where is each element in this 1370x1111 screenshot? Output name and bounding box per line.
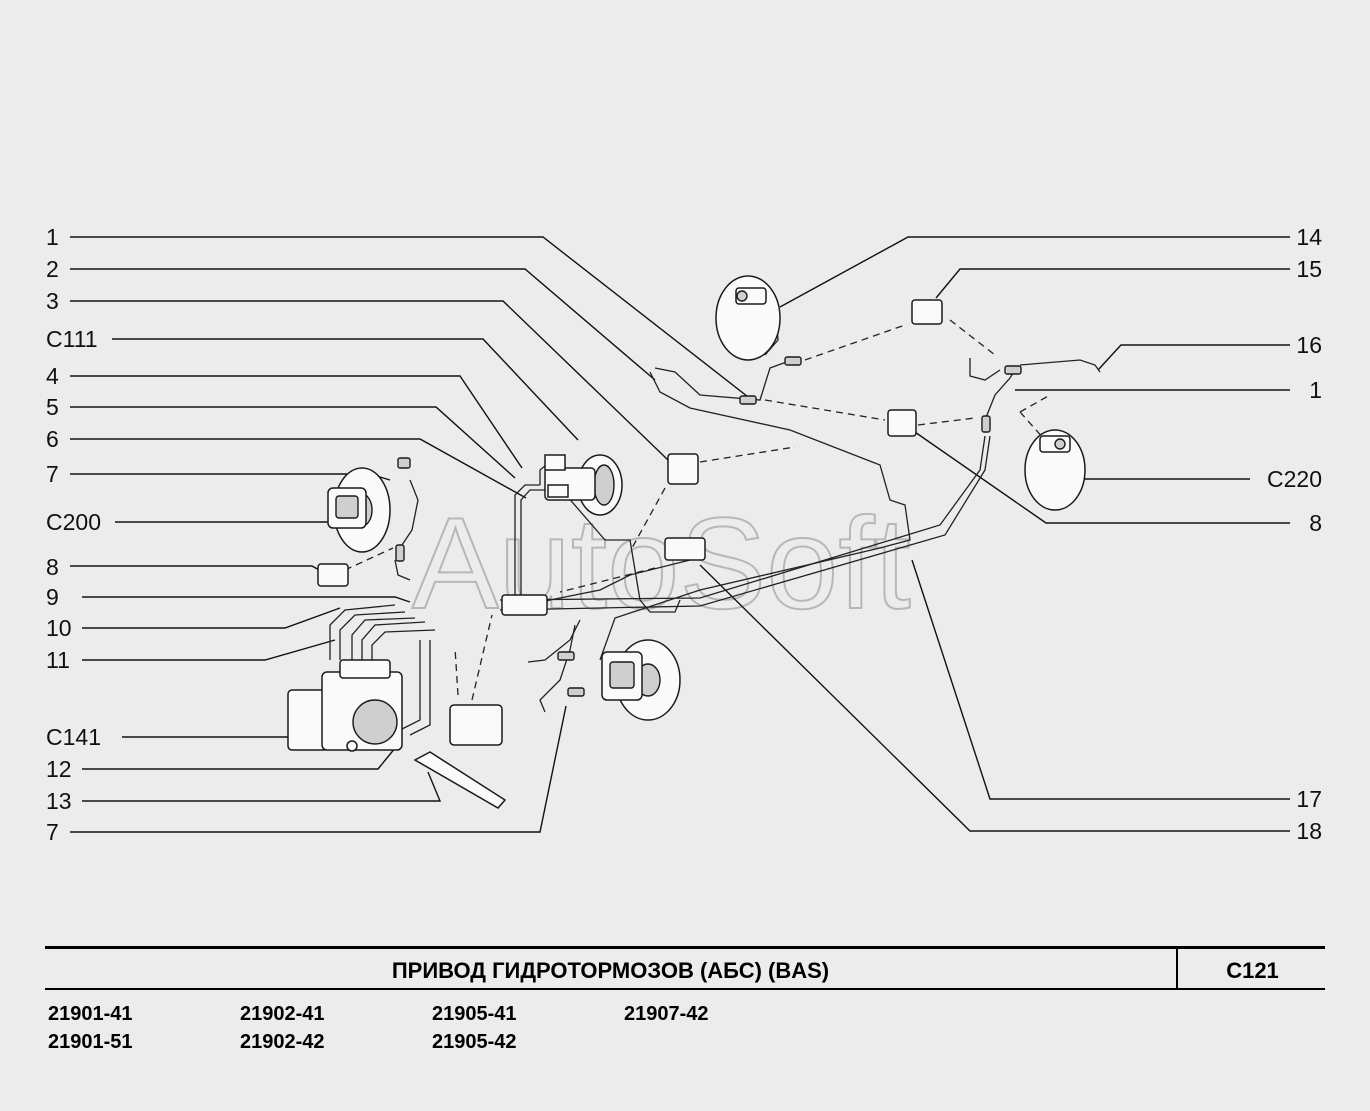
callout-c111: C111 — [46, 326, 98, 352]
callout-14: 14 — [1296, 224, 1322, 250]
rear-right-drum — [1024, 429, 1086, 511]
callout-12: 12 — [46, 756, 72, 782]
callout-15: 15 — [1296, 256, 1322, 282]
callout-9: 9 — [46, 584, 59, 610]
callout-7-top: 7 — [46, 461, 59, 487]
model-code: 21901-41 — [48, 1003, 133, 1025]
diagram-title: ПРИВОД ГИДРОТОРМОЗОВ (АБС) (BAS) — [45, 949, 1178, 988]
callout-c220: C220 — [1267, 466, 1322, 492]
model-code: 21907-42 — [624, 1003, 709, 1025]
watermark: AutoSoft — [412, 490, 911, 636]
callout-c200: C200 — [46, 509, 101, 535]
title-block: ПРИВОД ГИДРОТОРМОЗОВ (АБС) (BAS) C121 — [45, 946, 1325, 990]
abs-unit — [287, 659, 403, 752]
master-cylinder — [544, 454, 623, 516]
model-code: 21905-41 — [432, 1003, 517, 1025]
assembly-arrows — [344, 319, 1051, 701]
callout-7-bottom: 7 — [46, 819, 59, 845]
callout-10: 10 — [46, 615, 72, 641]
rear-left-drum — [715, 275, 781, 361]
callout-11: 11 — [46, 647, 70, 673]
callout-18: 18 — [1296, 818, 1322, 844]
callout-1-right: 1 — [1309, 377, 1322, 403]
clips — [317, 299, 943, 809]
callout-4: 4 — [46, 363, 59, 389]
model-code: 21905-42 — [432, 1031, 517, 1053]
callout-13: 13 — [46, 788, 72, 814]
model-code: 21901-51 — [48, 1031, 133, 1053]
front-left-brake — [327, 467, 391, 553]
model-code: 21902-42 — [240, 1031, 325, 1053]
diagram-code: C121 — [1226, 958, 1279, 983]
callout-16: 16 — [1296, 332, 1322, 358]
callout-5: 5 — [46, 394, 59, 420]
front-right-brake — [601, 639, 681, 721]
callout-8-right: 8 — [1309, 510, 1322, 536]
callout-labels: 1 2 3 C111 4 5 6 7 C200 8 9 10 11 C141 1… — [46, 224, 1322, 845]
callout-3: 3 — [46, 288, 59, 314]
callout-17: 17 — [1296, 786, 1322, 812]
callout-6: 6 — [46, 426, 59, 452]
callout-8-left: 8 — [46, 554, 59, 580]
leader-lines — [70, 236, 1290, 833]
callout-1: 1 — [46, 224, 59, 250]
callout-c141: C141 — [46, 724, 101, 750]
fittings — [395, 356, 1022, 697]
model-code: 21902-41 — [240, 1003, 325, 1025]
callout-2: 2 — [46, 256, 59, 282]
